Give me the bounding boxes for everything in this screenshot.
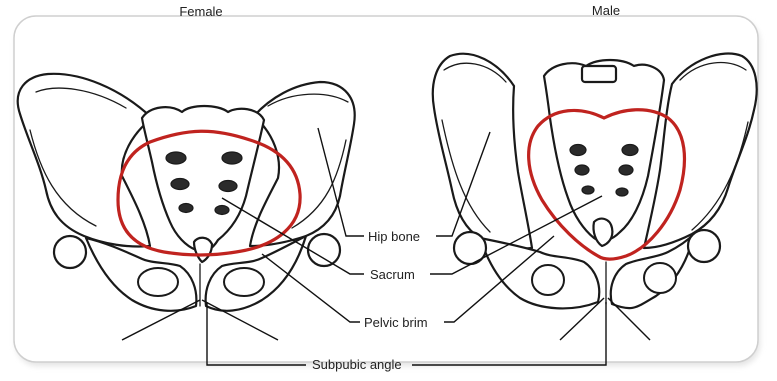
male-right-obturator-foramen xyxy=(644,263,676,293)
male-sacral-foramen-6 xyxy=(616,188,628,196)
female-left-acetabulum xyxy=(54,236,86,268)
pelvic-brim-label: Pelvic brim xyxy=(364,315,428,330)
female-right-obturator-foramen xyxy=(224,268,264,296)
female-sacral-foramen-5 xyxy=(179,204,193,213)
male-left-obturator-foramen xyxy=(532,265,564,295)
female-sacral-foramen-4 xyxy=(219,181,237,192)
male-sacral-foramen-1 xyxy=(570,145,586,156)
female-sacral-foramen-1 xyxy=(166,152,186,164)
female-title: Female xyxy=(179,4,222,19)
sacrum-label: Sacrum xyxy=(370,267,415,282)
male-title: Male xyxy=(592,3,620,18)
female-sacral-foramen-3 xyxy=(171,179,189,190)
male-sacral-foramen-5 xyxy=(582,186,594,194)
subpubic-angle-label: Subpubic angle xyxy=(312,357,402,372)
male-sacral-foramen-4 xyxy=(619,165,633,175)
male-sacral-foramen-3 xyxy=(575,165,589,175)
hip-bone-label: Hip bone xyxy=(368,229,420,244)
female-sacral-foramen-2 xyxy=(222,152,242,164)
male-sacral-promontory xyxy=(582,66,616,82)
female-left-obturator-foramen xyxy=(138,268,178,296)
male-sacral-foramen-2 xyxy=(622,145,638,156)
female-sacral-foramen-6 xyxy=(215,206,229,215)
male-right-acetabulum xyxy=(688,230,720,262)
female-right-acetabulum xyxy=(308,234,340,266)
